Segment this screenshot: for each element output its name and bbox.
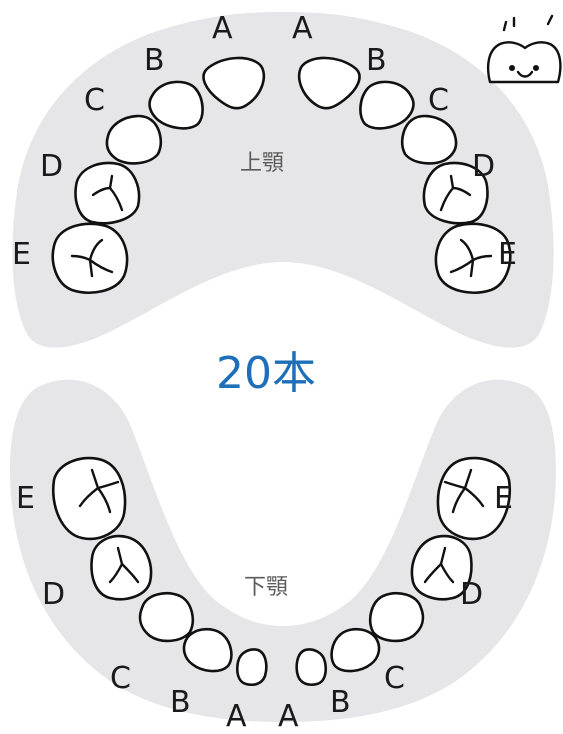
upper-gum-area [12, 12, 554, 348]
upper-tooth-a-left [202, 56, 266, 110]
upper-letters-right: A B C D E [292, 11, 517, 272]
lower-tooth-e-left [51, 456, 127, 541]
upper-letter-e-right: E [498, 237, 517, 272]
lower-letter-d-left: D [42, 577, 65, 612]
lower-tooth-d-left-fissure [108, 546, 140, 584]
lower-letter-a-right: A [278, 699, 299, 734]
upper-letter-e-left: E [12, 237, 31, 272]
lower-letter-b-right: B [330, 685, 351, 720]
upper-tooth-e-right-fissure [449, 238, 493, 278]
upper-tooth-d-left-fissure [91, 174, 124, 212]
lower-jaw-label: 下顎 [244, 575, 288, 600]
lower-tooth-e-left-fissure [78, 468, 120, 514]
lower-teeth [51, 456, 512, 687]
upper-teeth [51, 56, 512, 294]
upper-tooth-d-right-fissure [439, 174, 472, 212]
lower-tooth-e-right-fissure [443, 468, 485, 514]
lower-letter-c-left: C [110, 661, 131, 696]
lower-letter-e-right: E [494, 481, 513, 516]
upper-letter-a-left: A [212, 11, 233, 46]
lower-tooth-d-right-fissure [423, 546, 455, 584]
lower-tooth-a-left [235, 648, 268, 687]
lower-gum-area [10, 379, 556, 722]
upper-letter-a-right: A [292, 11, 313, 46]
upper-letter-c-right: C [428, 83, 449, 118]
upper-tooth-e-left-fissure [70, 238, 114, 278]
lower-letter-d-right: D [460, 577, 483, 612]
upper-letter-b-right: B [366, 43, 387, 78]
upper-tooth-b-right [359, 80, 415, 130]
upper-tooth-d-left [74, 161, 141, 225]
lower-letter-a-left: A [226, 699, 247, 734]
lower-tooth-c-left [138, 592, 194, 643]
upper-tooth-c-left [105, 114, 162, 165]
upper-letter-d-right: D [472, 149, 495, 184]
lower-letter-b-left: B [170, 685, 191, 720]
smiling-tooth-mascot-icon [486, 14, 562, 84]
upper-tooth-c-right [401, 114, 458, 165]
upper-tooth-a-right [297, 56, 361, 110]
upper-tooth-b-left [148, 80, 204, 130]
lower-letters-right: A B C D E [278, 481, 513, 734]
lower-tooth-b-right [330, 627, 381, 673]
upper-letters-left: A B C D E [12, 11, 233, 272]
lower-letters-left: A B C D E [16, 481, 247, 734]
lower-letter-e-left: E [16, 481, 35, 516]
upper-tooth-d-right [422, 161, 489, 225]
total-count: 20本 [216, 348, 316, 399]
upper-letter-d-left: D [40, 149, 63, 184]
lower-tooth-b-left [182, 627, 233, 673]
upper-letter-b-left: B [144, 43, 165, 78]
upper-jaw-label: 上顎 [240, 151, 284, 176]
lower-tooth-e-right [436, 456, 512, 541]
lower-tooth-a-right [295, 648, 328, 687]
lower-letter-c-right: C [384, 661, 405, 696]
upper-letter-c-left: C [84, 83, 105, 118]
lower-tooth-c-right [369, 592, 425, 643]
